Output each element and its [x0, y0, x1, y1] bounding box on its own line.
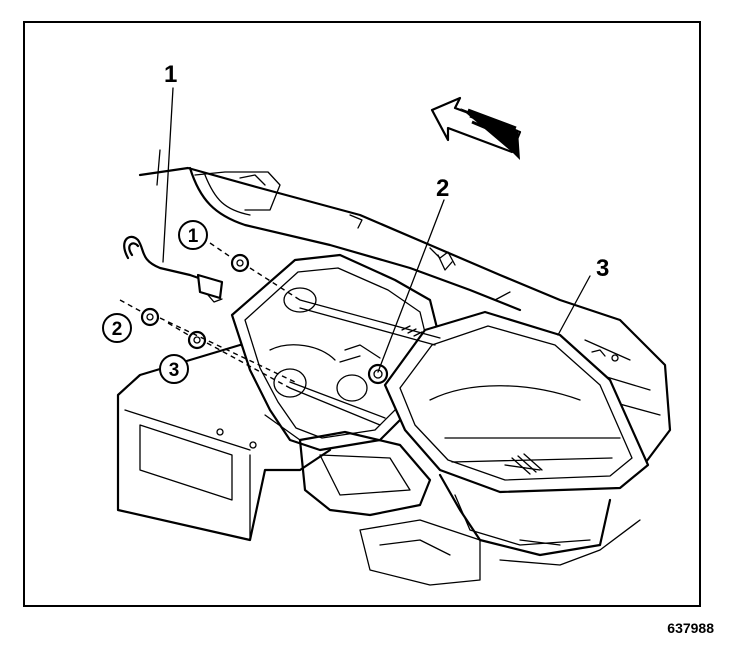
circled-callout-2: 2: [102, 313, 132, 343]
leader-lines: [162, 87, 591, 373]
callout-1: 1: [164, 61, 177, 88]
alignment-lines: [119, 242, 301, 389]
circled-callout-3: 3: [159, 354, 189, 384]
front-direction-arrow-icon: [430, 96, 522, 160]
rear-body-panel: [116, 328, 332, 542]
mounting-studs: [140, 253, 441, 426]
tail-lamp: [383, 310, 650, 557]
circled-callout-1: 1: [178, 220, 208, 250]
callout-3: 3: [596, 255, 609, 282]
svg-text:2: 2: [112, 319, 123, 340]
svg-text:1: 1: [188, 226, 199, 247]
svg-text:3: 3: [169, 360, 180, 381]
wiring-harness: [123, 235, 224, 303]
callout-2: 2: [436, 175, 449, 202]
figure-id: 637988: [667, 620, 714, 636]
quarter-panel: [138, 149, 672, 472]
lower-bracket: [298, 430, 641, 586]
